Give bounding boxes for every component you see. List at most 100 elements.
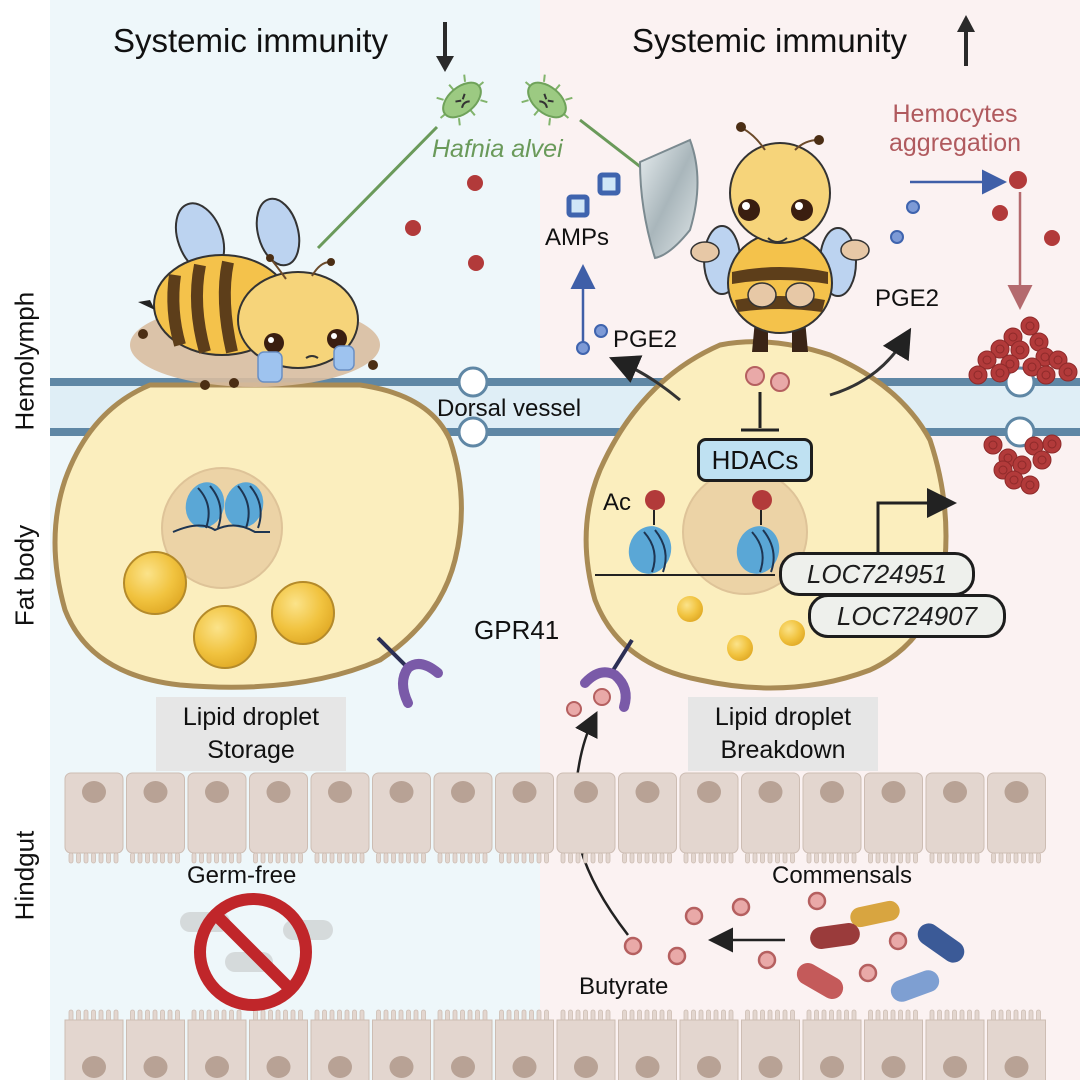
epithelial-cell [987,772,1046,864]
epithelial-cell [925,1009,985,1080]
epithelial-cell [433,1009,493,1080]
hemocyte [405,220,421,236]
pathogen-label: Hafnia alvei [432,135,563,163]
epithelial-cell [249,1009,308,1080]
layer-label-hemolymph: Hemolymph [9,291,40,431]
hindgut-epithelium-lower [64,1009,1046,1080]
butyrate-molecule [593,688,611,706]
hemocyte [1058,362,1078,382]
left-lipid-line1: Lipid droplet [182,703,320,731]
epithelial-cell [556,1009,616,1080]
prohibition-icon [194,893,312,1011]
hemocyte [1004,470,1024,490]
hemocyte [1020,475,1040,495]
germ-free-label: Germ-free [187,862,297,889]
sad-bee-icon [130,197,380,390]
epithelial-cell [925,772,985,864]
pge2-molecule [890,230,904,244]
gpr41-receptor-left [376,636,443,708]
nucleosome-icon [628,490,672,574]
hemocytes-label: Hemocytes aggregation [889,100,1021,158]
commensals-label: Commensals [772,862,913,889]
acetyl-group [752,490,772,510]
left-fat-body-cell [52,382,464,690]
lipid-droplet [123,551,187,615]
epithelial-cell [126,772,185,864]
pge2-label-left: PGE2 [613,326,678,353]
commensal-bacteria-icon [796,900,965,1002]
epithelial-cell [372,772,431,864]
butyrate-molecule [770,372,790,392]
butyrate-molecule [745,366,765,386]
left-title: Systemic immunity [113,22,389,59]
lipid-droplet [271,581,335,645]
hemocyte [1044,230,1060,246]
epithelial-cell [802,1009,862,1080]
hemocyte [1009,171,1027,189]
nucleosome-icon [736,490,780,574]
hdacs-box: HDACs [697,438,813,482]
epithelial-cell [310,1009,370,1080]
hemocytes-label-line2: aggregation [889,129,1022,157]
hemocyte [1029,332,1049,352]
hemocyte [990,339,1010,359]
down-arrow-icon [436,22,454,72]
epithelial-cell [679,1009,739,1080]
layer-label-hindgut: Hindgut [9,830,40,921]
epithelial-cell [495,1009,554,1080]
hemocyte [977,350,997,370]
hemocyte [468,255,484,271]
epithelial-cell [249,772,308,864]
dorsal-vessel-label: Dorsal vessel [437,395,582,422]
epithelial-cell [495,772,554,864]
hindgut-epithelium-upper [64,772,1046,864]
gene-box-2: LOC724907 [808,594,1006,638]
hemocyte [992,205,1008,221]
epithelial-cell [372,1009,431,1080]
bacteria-icon [521,74,573,126]
butyrate-label: Butyrate [579,973,669,1000]
epithelial-cell [310,772,370,864]
epithelial-cell [126,1009,185,1080]
hemocyte [1042,434,1062,454]
pathogen-line-left [316,125,439,250]
butyrate-molecule [566,701,582,717]
hemocyte [1012,455,1032,475]
epithelial-cell [187,1009,247,1080]
epithelial-cell [864,1009,923,1080]
epithelial-cell [987,1009,1046,1080]
hemocyte [983,435,1003,455]
pge2-arrow-left [608,355,681,402]
hemocyte [1036,365,1056,385]
hemocytes-label-line1: Hemocytes [892,100,1018,128]
hemocyte [467,175,483,191]
right-lipid-line1: Lipid droplet [714,703,852,731]
bacteria-icon [436,74,488,126]
hemocyte [968,365,988,385]
gpr41-label: GPR41 [474,615,560,645]
lipid-droplet [779,620,805,646]
lipid-droplet [727,635,753,661]
gene-box-1: LOC724951 [779,552,975,596]
right-lipid-line2: Breakdown [720,736,846,764]
hemocyte [1032,450,1052,470]
amps-label: AMPs [545,224,610,251]
pge2-label-right: PGE2 [875,285,940,312]
label-strip [0,0,50,1080]
epithelial-cell [741,772,800,864]
butyrate-molecules-gut [623,891,908,983]
epithelial-cell [618,772,677,864]
hemocyte [990,363,1010,383]
epithelial-cell [187,772,247,864]
epithelial-cell [433,772,493,864]
up-arrow-icon [957,15,975,66]
pge2-molecule [906,200,920,214]
pge2-molecule [576,341,590,355]
pge2-molecule [594,324,608,338]
hemocyte [1020,316,1040,336]
happy-bee-with-shield-icon [638,122,870,352]
amps-icon [566,172,621,218]
hemocytes [968,316,1078,495]
gpr41-receptor-right [580,638,634,712]
